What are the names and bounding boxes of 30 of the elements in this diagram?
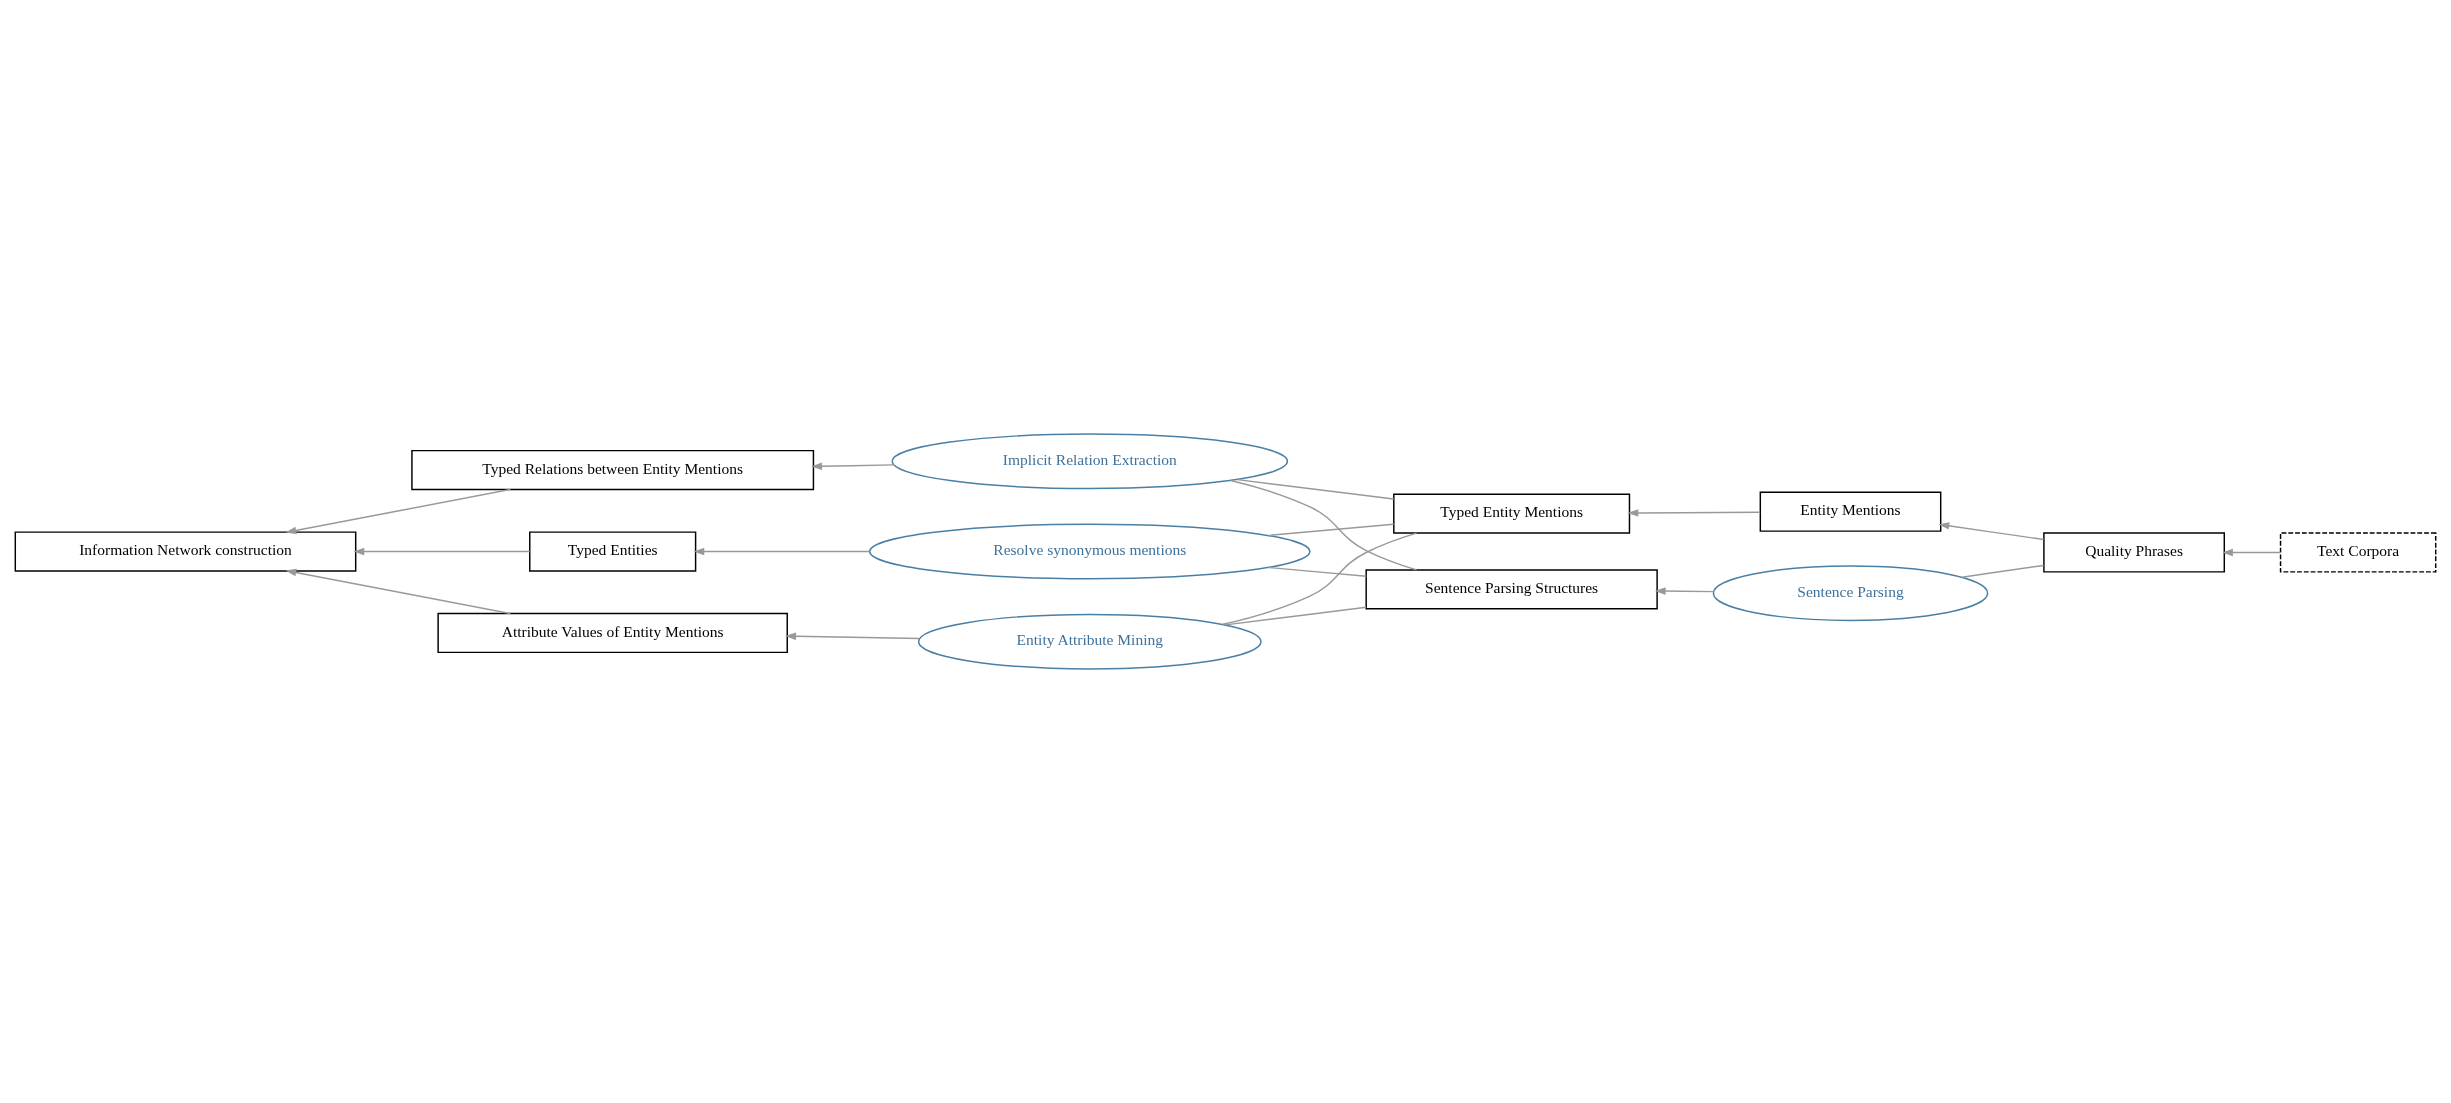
arrow (285, 488, 512, 535)
node-box: Typed Entities (529, 531, 697, 572)
arrow (1938, 522, 2045, 541)
node-box: Information Network construction (14, 531, 357, 572)
node-box: Quality Phrases (2043, 532, 2225, 573)
node-ellipse: Resolve synonymous mentions (868, 523, 1311, 580)
arrow (693, 547, 871, 556)
connector (1236, 478, 1395, 500)
arrow (1654, 587, 1715, 595)
node-ellipse: Entity Attribute Mining (917, 613, 1262, 670)
connector (1961, 564, 2045, 578)
connector (1222, 532, 1418, 626)
arrow (811, 462, 895, 470)
connector (1267, 566, 1367, 578)
arrow (285, 568, 512, 615)
connector (1230, 479, 1418, 571)
arrow (353, 547, 531, 556)
node-ellipse: Sentence Parsing (1712, 565, 1989, 622)
node-box: Text Corpora (2279, 532, 2437, 573)
node-ellipse: Implicit Relation Extraction (891, 433, 1289, 490)
node-box: Sentence Parsing Structures (1365, 569, 1658, 610)
node-box: Attribute Values of Entity Mentions (437, 612, 788, 654)
connector (1224, 606, 1367, 626)
arrow (785, 632, 920, 641)
node-box: Typed Entity Mentions (1393, 493, 1631, 534)
node-box: Entity Mentions (1759, 491, 1942, 532)
connector (1268, 523, 1395, 537)
node-box: Typed Relations between Entity Mentions (411, 449, 815, 491)
arrow (1627, 509, 1761, 517)
arrow (2222, 548, 2282, 557)
